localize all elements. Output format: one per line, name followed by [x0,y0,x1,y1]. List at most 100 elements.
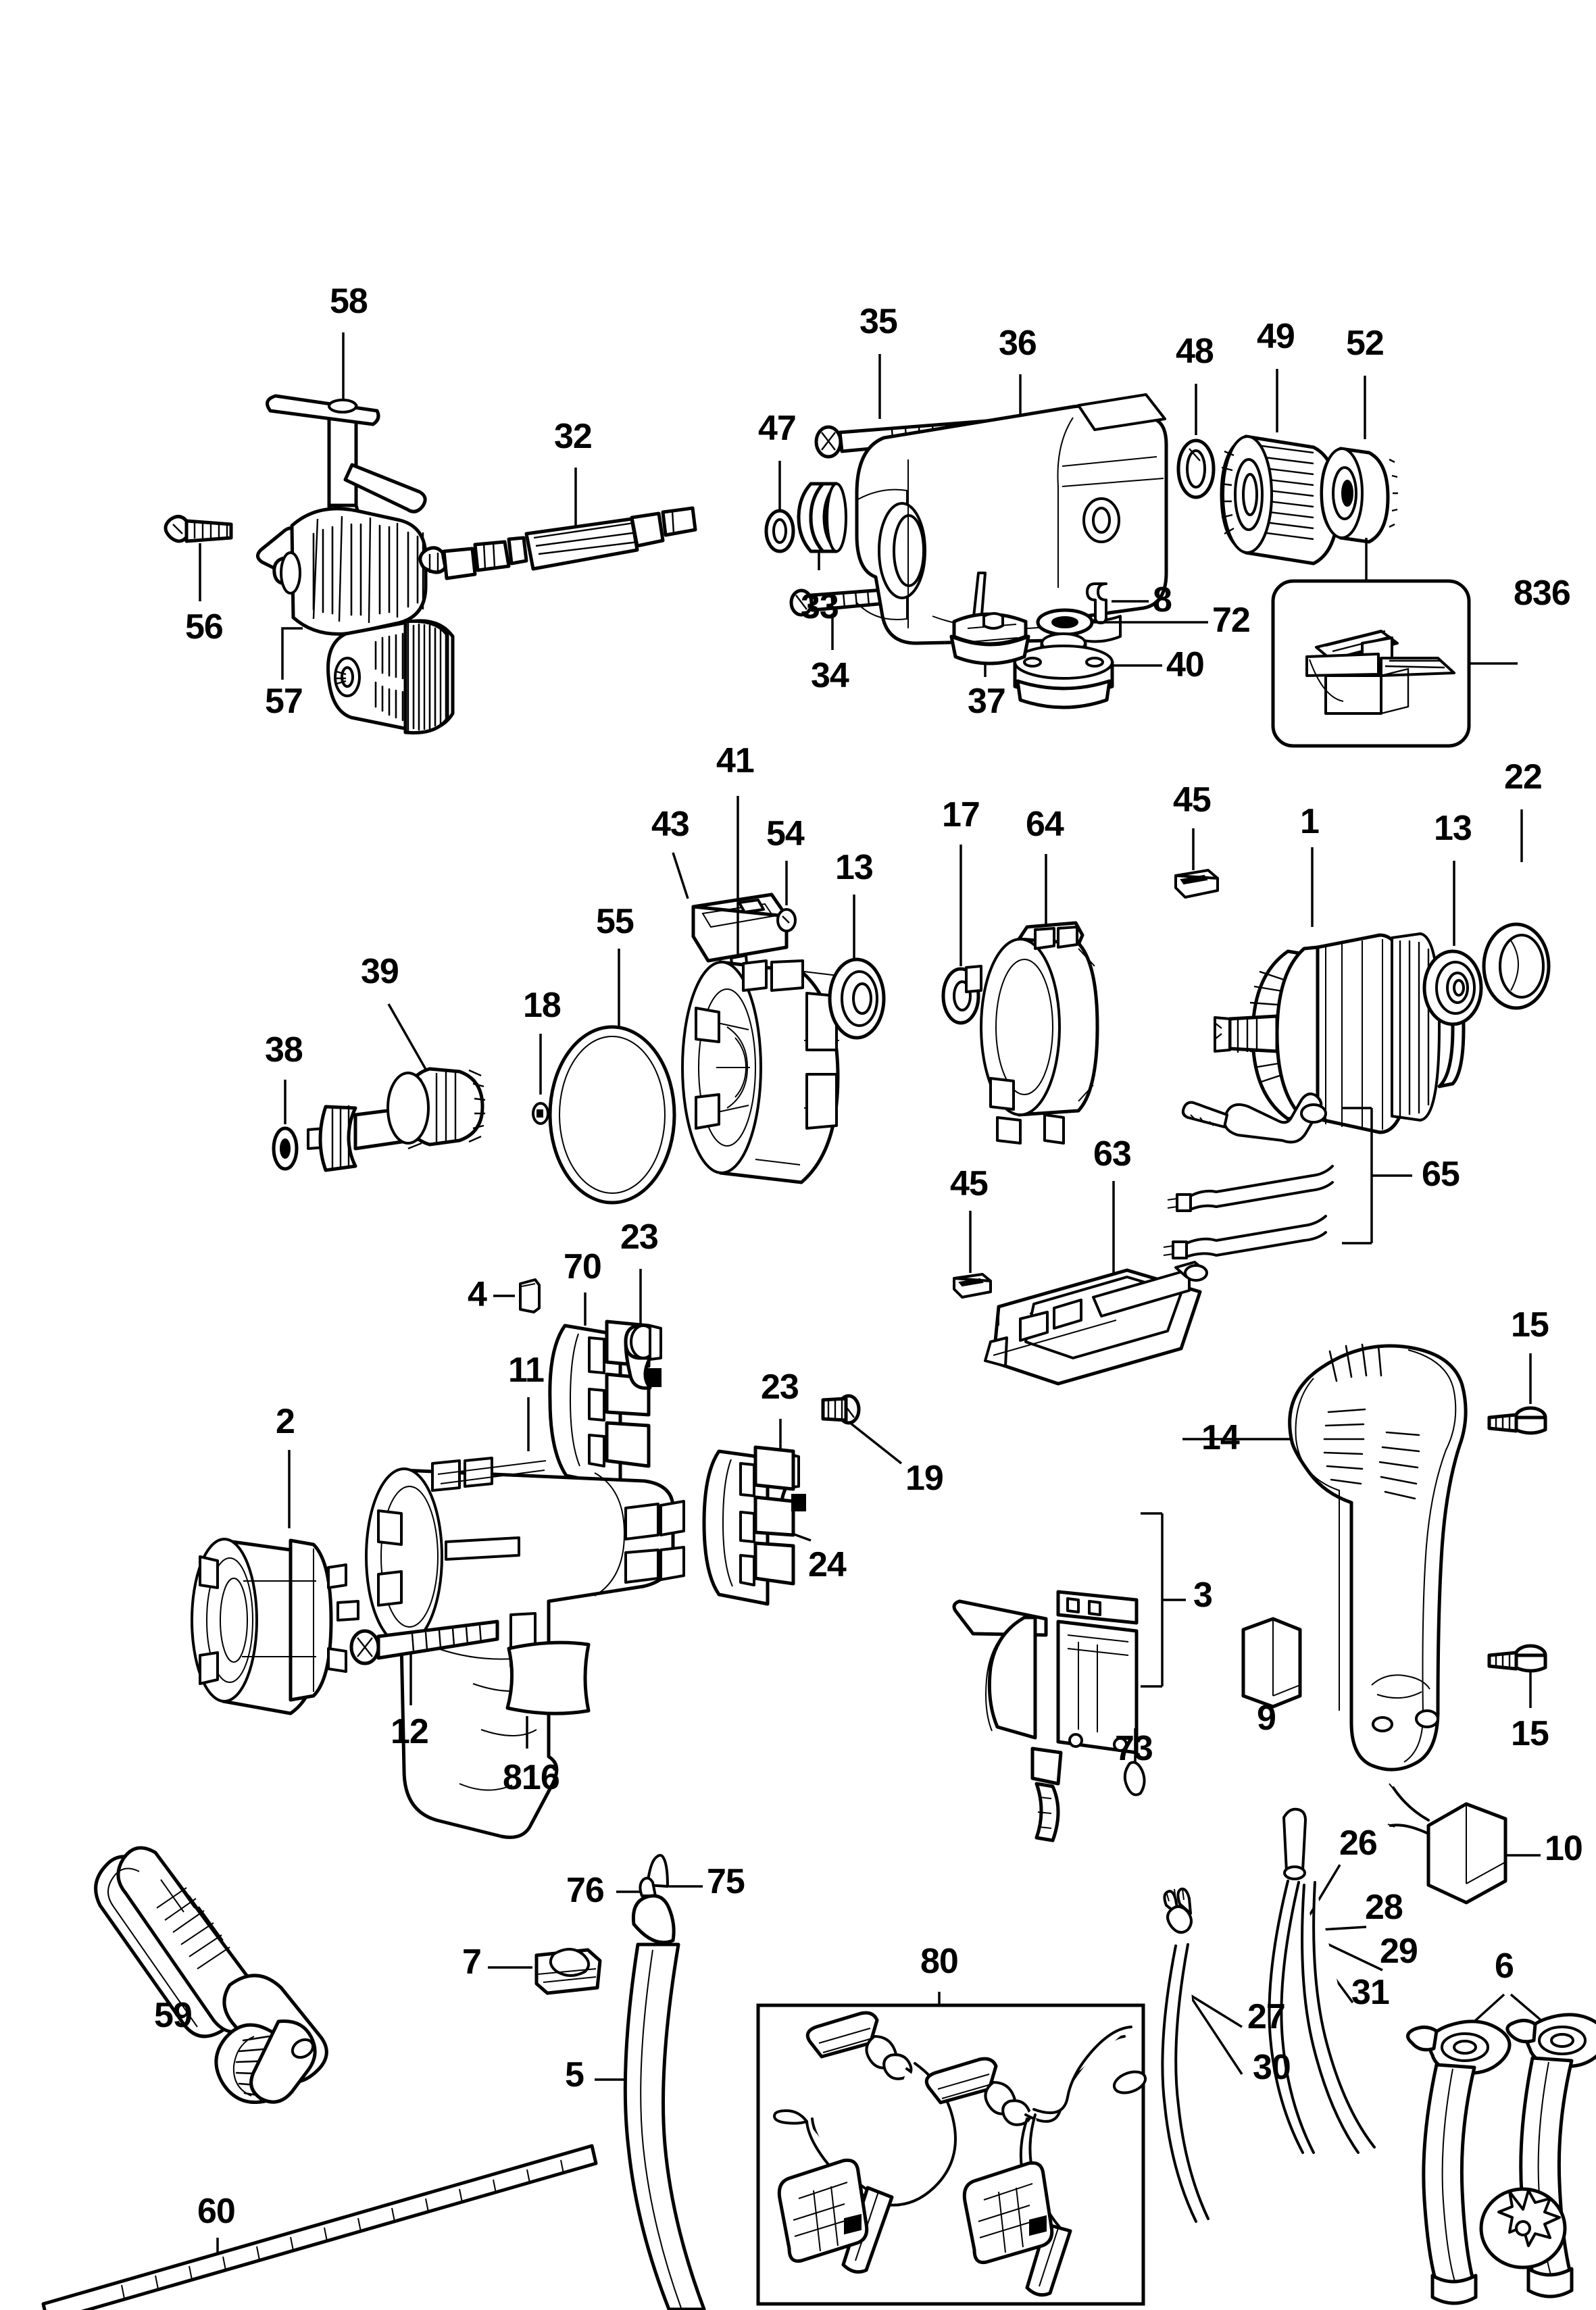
part-23-spring-clip-upper [624,1269,662,1390]
part-13-bearing-right [1422,861,1483,1026]
part-40-mode-cam [1013,632,1162,709]
callout-4: 4 [468,1275,487,1314]
part-19-machine-screw [821,1394,903,1465]
part-45-key-lower [953,1211,992,1299]
callout-56: 56 [185,607,224,647]
part-45-key-upper [1174,828,1219,899]
callout-80: 80 [920,1942,959,1981]
callout-47: 47 [758,409,797,448]
part-60-depth-rod [41,2144,598,2310]
callout-836: 836 [1514,574,1571,613]
callout-54: 54 [766,814,805,853]
part-33-washers [797,482,847,570]
part-70-brush-holder [548,1292,662,1488]
callout-23-upper: 23 [620,1217,659,1257]
part-27-30-leads [1161,1887,1243,2223]
callout-60: 60 [197,2192,236,2231]
part-12-housing-screw [349,1619,499,1705]
callout-45-lower: 45 [950,1164,989,1203]
part-55-o-ring-large [548,949,676,1205]
part-43-mode-lever [672,852,789,992]
callout-40: 40 [1166,645,1205,684]
callout-23-lower: 23 [761,1367,799,1407]
callout-3: 3 [1193,1576,1213,1615]
part-17-felt-washer [941,845,980,1025]
part-13-bearing-left [828,895,886,1040]
callout-12: 12 [391,1712,429,1751]
callout-6: 6 [1495,1947,1514,1986]
part-63-field-coil [984,1181,1208,1386]
callout-28: 28 [1365,1888,1403,1927]
part-52-spindle-gear [1320,376,1398,544]
callout-10: 10 [1545,1829,1583,1868]
callout-39: 39 [361,952,399,991]
part-26-31-leads [1268,1807,1383,2154]
callout-34: 34 [811,656,849,695]
part-39-gear-shaft [307,1003,486,1172]
callout-9: 9 [1257,1699,1276,1738]
callout-58: 58 [330,282,368,321]
callout-31: 31 [1351,1973,1390,2012]
callout-45-upper: 45 [1173,780,1212,820]
callout-57: 57 [265,682,303,721]
part-3-trigger-switch [952,1512,1186,1842]
part-24-brush-holder [702,1445,812,1606]
callout-70: 70 [564,1247,602,1286]
part-80-brush-lead-kit [756,1992,1147,2306]
callout-5: 5 [565,2055,584,2094]
callout-14: 14 [1201,1418,1240,1457]
callout-32: 32 [554,417,593,456]
callout-33: 33 [801,587,839,626]
callout-76: 76 [566,1871,605,1910]
part-6-grips [1406,1993,1596,2305]
callout-73: 73 [1115,1729,1153,1768]
part-49-gear-cluster [1220,369,1340,566]
callout-75: 75 [707,1862,745,1901]
callout-35: 35 [859,302,898,341]
callout-18: 18 [523,986,562,1025]
part-57-keyed-chuck [256,507,428,680]
callout-38: 38 [265,1030,303,1070]
callout-41: 41 [716,741,755,780]
callout-11: 11 [508,1351,545,1390]
part-64-brush-ring-support [965,854,1099,1145]
part-18-clip [532,1034,549,1125]
callout-13-left: 13 [835,848,874,887]
callout-15-lower: 15 [1511,1714,1549,1753]
part-32-spindle [418,468,697,580]
callout-29: 29 [1380,1932,1418,1971]
callout-26: 26 [1339,1824,1378,1863]
part-10-suppressor [1387,1783,1541,1905]
callout-13-right: 13 [1434,809,1472,848]
callout-816: 816 [503,1758,560,1797]
part-5-power-cord [595,1854,706,2310]
part-7-cord-retainer [488,1948,602,1995]
callout-63: 63 [1093,1134,1132,1174]
part-816-name-plate [505,1640,591,1749]
part-14-handle-cover [1182,1343,1468,1772]
callout-55: 55 [596,902,634,941]
part-36-gear-case [855,374,1168,645]
callout-30: 30 [1253,2048,1291,2087]
callout-37: 37 [968,682,1006,721]
callout-7: 7 [462,1942,482,1982]
callout-59: 59 [154,1996,193,2035]
callout-17: 17 [942,795,980,834]
part-59-side-handle [94,1846,328,2104]
callout-22: 22 [1504,757,1543,797]
callout-52: 52 [1346,324,1385,363]
part-73-switch-retainer [1123,1728,1146,1797]
part-2-field-case [191,1450,359,1715]
part-57-keyless-chuck [326,619,455,735]
callout-27: 27 [1247,1997,1286,2036]
part-15-handle-screw-lower [1487,1644,1547,1708]
part-4-carbon-brush [493,1278,541,1313]
callout-36: 36 [999,324,1037,363]
callout-65: 65 [1422,1155,1460,1194]
part-41-fan-baffle [681,796,840,1184]
part-15-handle-screw-upper [1487,1353,1547,1435]
callout-19: 19 [905,1459,944,1498]
part-38-thrust-washer [272,1080,299,1171]
